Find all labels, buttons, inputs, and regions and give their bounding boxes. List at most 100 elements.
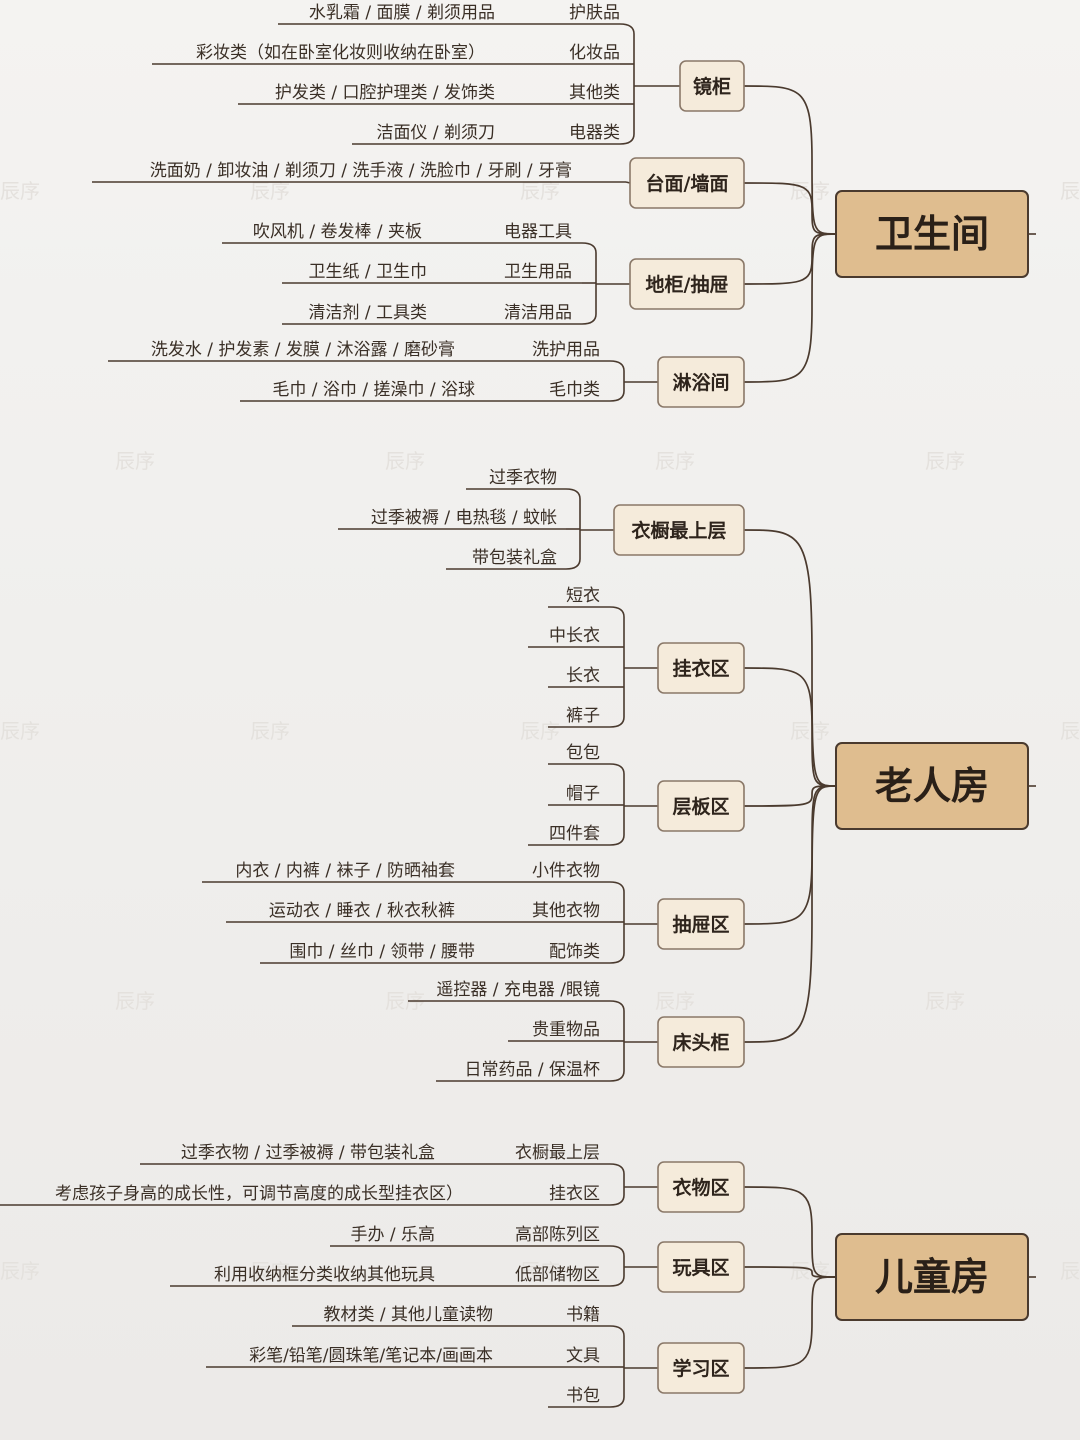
- item-bracket: [609, 1163, 625, 1206]
- branch-node-label: 玩具区: [672, 1257, 729, 1279]
- item-category: 其他衣物: [532, 901, 600, 921]
- branch-to-root-curve: [743, 233, 837, 383]
- branch-to-root-curve: [743, 785, 837, 807]
- item-text: 裤子: [566, 706, 600, 726]
- watermark-text: 辰序: [385, 449, 425, 473]
- item-category: 护肤品: [569, 3, 620, 23]
- root-node-label: 老人房: [875, 764, 989, 808]
- item-text: 利用收纳框分类收纳其他玩具: [214, 1265, 435, 1285]
- branch-node-label: 层板区: [672, 795, 729, 818]
- branch-node-box: [657, 1241, 745, 1293]
- branch-to-root-curve: [743, 667, 837, 787]
- branch-node-label: 淋浴间: [672, 371, 729, 394]
- item-text: 帽子: [566, 784, 600, 804]
- watermark-text: 辰序: [250, 719, 290, 743]
- watermark-text: 辰序: [790, 179, 830, 203]
- item-text: 短衣: [566, 586, 600, 606]
- item-text: 运动衣 / 睡衣 / 秋衣秋裤: [269, 901, 455, 921]
- watermark-text: 辰序: [250, 179, 290, 203]
- branch-to-root-curve: [743, 182, 837, 235]
- item-text: 考虑孩子身高的成长性，可调节高度的成长型挂衣区）: [55, 1184, 463, 1204]
- branch-node-box: [657, 780, 745, 832]
- root-node-box: [835, 1233, 1029, 1321]
- item-text: 包包: [566, 743, 600, 763]
- item-category: 清洁用品: [504, 303, 572, 323]
- branch-node-label: 床头柜: [672, 1031, 729, 1054]
- watermark-text: 辰序: [115, 989, 155, 1013]
- item-text: 彩笔/铅笔/圆珠笔/笔记本/画画本: [249, 1346, 493, 1366]
- item-category: 文具: [566, 1346, 600, 1366]
- item-text: 卫生纸 / 卫生巾: [308, 262, 427, 282]
- watermark-text: 辰序: [520, 719, 560, 743]
- item-text: 手办 / 乐高: [350, 1225, 435, 1245]
- watermark-text: 辰序: [250, 1259, 290, 1283]
- item-category: 其他类: [569, 83, 620, 103]
- item-text: 围巾 / 丝巾 / 领带 / 腰带: [289, 942, 475, 962]
- item-text: 内衣 / 内裤 / 袜子 / 防晒袖套: [235, 861, 455, 881]
- item-text: 四件套: [549, 824, 600, 844]
- item-text: 遥控器 / 充电器 /眼镜: [436, 980, 600, 1000]
- item-text: 洗发水 / 护发素 / 发膜 / 沐浴露 / 磨砂膏: [151, 339, 455, 360]
- item-category: 挂衣区: [549, 1184, 600, 1204]
- item-category: 小件衣物: [532, 861, 600, 881]
- branch-node-label: 挂衣区: [672, 657, 729, 680]
- branch-node-label: 地柜/抽屉: [646, 273, 729, 296]
- item-text: 长衣: [566, 666, 600, 686]
- branch-node-label: 衣物区: [672, 1176, 729, 1199]
- branch-node-label: 镜柜: [693, 75, 731, 98]
- branch-node-box: [657, 1016, 745, 1068]
- branch-to-root-curve: [743, 529, 837, 787]
- root-node-box: [835, 190, 1029, 278]
- branch-node-box: [657, 356, 745, 408]
- branch-node-box: [657, 898, 745, 950]
- root-node-label: 卫生间: [875, 212, 989, 256]
- root-node-label: 儿童房: [875, 1255, 989, 1299]
- watermark-layer: 辰序辰序辰序辰序辰序辰序辰序辰序辰序辰序辰序辰序辰序辰序辰序辰序辰序辰序辰序辰序…: [0, 179, 1080, 1283]
- branch-node-box: [657, 1161, 745, 1213]
- node-layer: 卫生间镜柜水乳霜 / 面膜 / 剃须用品护肤品彩妆类（如在卧室化妆则收纳在卧室）…: [55, 3, 1029, 1406]
- branch-node-box: [629, 258, 745, 310]
- watermark-text: 辰序: [790, 1259, 830, 1283]
- item-text: 护发类 / 口腔护理类 / 发饰类: [275, 83, 495, 103]
- watermark-text: 辰序: [925, 989, 965, 1013]
- item-text: 洁面仪 / 剃须刀: [376, 123, 495, 143]
- watermark-text: 辰序: [655, 449, 695, 473]
- item-category: 洗护用品: [532, 340, 600, 360]
- branch-node-box: [629, 157, 745, 209]
- watermark-text: 辰序: [115, 449, 155, 473]
- item-bracket: [609, 1245, 625, 1287]
- root-node-box: [835, 742, 1029, 830]
- watermark-text: 辰序: [0, 719, 40, 743]
- branch-node-box: [613, 504, 745, 556]
- item-text: 彩妆类（如在卧室化妆则收纳在卧室）: [196, 43, 485, 63]
- item-text: 过季衣物: [489, 468, 557, 488]
- branch-to-root-curve: [743, 785, 837, 1043]
- watermark-text: 辰序: [1060, 179, 1080, 203]
- item-category: 衣橱最上层: [515, 1143, 600, 1163]
- item-category: 化妆品: [569, 43, 620, 63]
- item-text: 洗面奶 / 卸妆油 / 剃须刀 / 洗手液 / 洗脸巾 / 牙刷 / 牙膏: [150, 160, 572, 181]
- watermark-text: 辰序: [0, 1259, 40, 1283]
- watermark-text: 辰序: [520, 1259, 560, 1283]
- item-bracket: [609, 606, 625, 728]
- item-category: 低部储物区: [515, 1265, 600, 1285]
- item-text: 毛巾 / 浴巾 / 搓澡巾 / 浴球: [272, 380, 475, 400]
- item-text: 教材类 / 其他儿童读物: [323, 1305, 493, 1325]
- connector-lines: [0, 23, 1036, 1408]
- branch-to-root-curve: [743, 85, 837, 235]
- item-text: 吹风机 / 卷发棒 / 夹板: [253, 222, 422, 242]
- item-bracket: [609, 360, 625, 402]
- branch-to-root-curve: [743, 1276, 837, 1369]
- branch-to-root-curve: [743, 1266, 837, 1278]
- item-text: 过季衣物 / 过季被褥 / 带包装礼盒: [181, 1143, 435, 1163]
- item-text: 清洁剂 / 工具类: [308, 303, 427, 323]
- branch-node-label: 学习区: [672, 1357, 729, 1380]
- item-category: 书籍: [566, 1305, 600, 1325]
- branch-to-root-curve: [743, 1186, 837, 1278]
- branch-node-label: 衣橱最上层: [631, 519, 726, 542]
- item-text: 带包装礼盒: [472, 548, 557, 568]
- branch-to-root-curve: [743, 233, 837, 285]
- item-category: 卫生用品: [504, 262, 572, 282]
- branch-node-box: [657, 642, 745, 694]
